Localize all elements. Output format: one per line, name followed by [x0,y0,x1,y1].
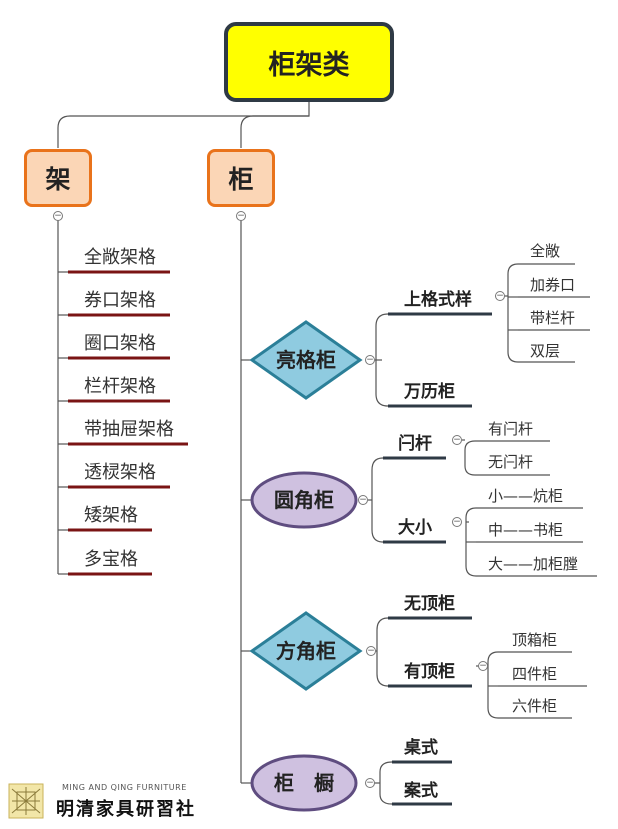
jia-item[interactable]: 透棂架格 [84,462,156,483]
node-liangge-label: 亮格柜 [276,348,336,372]
node-daxiao[interactable]: 大小 [398,518,432,538]
node-gui[interactable]: 柜 [207,149,275,207]
daxiao-item[interactable]: 中——书柜 [488,521,564,539]
shangge-item[interactable]: 双层 [530,342,561,360]
node-jia-label: 架 [45,165,71,194]
shuangan-item[interactable]: 有闩杆 [488,420,534,438]
logo-chinese: 明清家具研習社 [56,799,196,820]
node-yuanjiao-shape[interactable] [250,471,358,529]
collapse-gui-icon[interactable]: − [236,210,246,221]
node-fangjiao-shape[interactable] [249,611,363,691]
shangge-item[interactable]: 加券口 [530,276,576,294]
node-youding[interactable]: 有顶柜 [404,662,455,682]
node-jia[interactable]: 架 [24,149,92,207]
node-wuding[interactable]: 无顶柜 [404,594,455,614]
root-node[interactable]: 柜架类 [224,22,394,102]
youding-item[interactable]: 顶箱柜 [512,631,558,649]
daxiao-item[interactable]: 大——加柜膛 [488,555,579,573]
shangge-item[interactable]: 全敞 [530,242,561,260]
node-yuanjiao-label: 圆角柜 [274,488,334,512]
collapse-daxiao-icon[interactable]: − [452,516,462,527]
collapse-fangjiao-icon[interactable]: − [366,645,376,656]
node-shangge[interactable]: 上格式样 [404,290,472,310]
youding-item[interactable]: 六件柜 [512,697,558,715]
jia-item[interactable]: 全敞架格 [84,247,156,268]
node-zhuoshi[interactable]: 桌式 [404,738,438,758]
jia-item[interactable]: 带抽屉架格 [84,419,174,440]
collapse-shuangan-icon[interactable]: − [452,434,462,445]
jia-item[interactable]: 栏杆架格 [84,376,156,397]
logo-english: MING AND QING FURNITURE [62,783,187,792]
collapse-shangge-icon[interactable]: − [495,290,505,301]
collapse-jia-icon[interactable]: − [53,210,63,221]
daxiao-item[interactable]: 小——炕柜 [488,487,564,505]
node-guichu-label: 柜 橱 [274,771,334,795]
collapse-youding-icon[interactable]: − [478,660,488,671]
youding-item[interactable]: 四件柜 [512,665,558,683]
node-gui-label: 柜 [228,165,254,194]
root-label: 柜架类 [268,49,350,81]
jia-item[interactable]: 多宝格 [84,549,138,570]
collapse-guichu-icon[interactable]: − [365,777,375,788]
node-liangge-shape[interactable] [249,320,363,400]
collapse-liangge-icon[interactable]: − [365,354,375,365]
node-fangjiao-label: 方角柜 [276,639,336,663]
shuangan-item[interactable]: 无闩杆 [488,453,534,471]
shangge-item[interactable]: 带栏杆 [530,309,576,327]
collapse-yuanjiao-icon[interactable]: − [358,494,368,505]
node-shuangan[interactable]: 闩杆 [398,434,432,454]
node-guichu-shape[interactable] [250,754,358,812]
jia-item[interactable]: 矮架格 [84,505,138,526]
node-anshi[interactable]: 案式 [404,781,438,801]
jia-item[interactable]: 券口架格 [84,290,156,311]
jia-item[interactable]: 圈口架格 [84,333,156,354]
logo-mark-icon [8,783,44,819]
node-wanli[interactable]: 万历柜 [404,382,455,402]
